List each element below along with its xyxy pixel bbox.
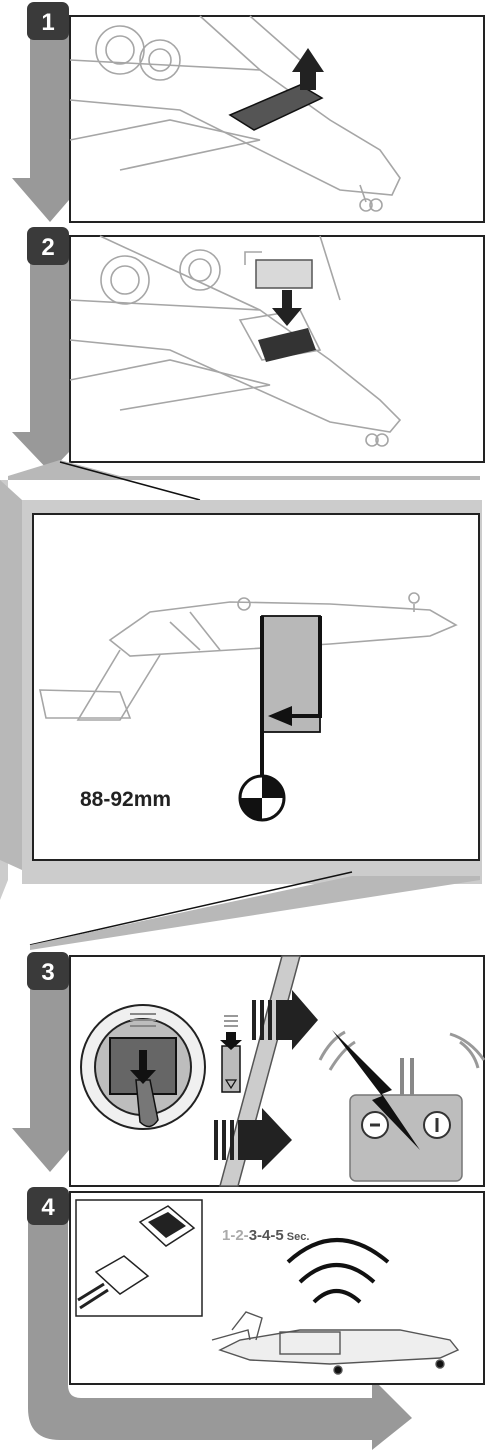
cg-callout [0, 460, 482, 950]
lightning-icon [332, 1030, 420, 1150]
cg-label: 88-92mm [80, 788, 171, 811]
panel-step-1 [69, 15, 485, 223]
throttle-trim-icon [220, 1015, 242, 1093]
transmitter-icon [318, 1030, 486, 1182]
hatch-cover [228, 84, 324, 131]
badge-step-1: 1 [27, 2, 69, 40]
step-4-number: 4 [41, 1194, 55, 1221]
panel-step-3 [69, 955, 486, 1187]
connector-icon [75, 1199, 203, 1317]
insert-arrow-icon [272, 290, 302, 326]
cg-target-icon [238, 774, 286, 822]
timer-label: 1-2-3-4-5 Sec. [222, 1227, 309, 1244]
battery-pack [255, 259, 313, 289]
throttle-gimbal-icon [80, 1004, 206, 1130]
plane-hatch-open-icon [69, 15, 401, 212]
plane-side-icon [211, 1311, 460, 1375]
badge-step-4: 4 [27, 1187, 69, 1225]
lift-arrow-icon [292, 48, 324, 90]
panel-step-2 [69, 235, 485, 463]
cg-balance-icon [39, 592, 458, 822]
badge-step-2: 2 [27, 227, 69, 265]
signal-arrows [214, 990, 318, 1170]
step-1-number: 1 [41, 9, 54, 36]
timer-unit: Sec. [284, 1231, 310, 1243]
panel-step-4 [69, 1191, 485, 1385]
timer-seq-dark: 3-4-5 [249, 1227, 284, 1244]
signal-wave-icon [286, 1238, 390, 1304]
step-3-number: 3 [41, 959, 54, 986]
cg-pointer-arrow [268, 706, 292, 726]
timer-seq-light: 1-2- [222, 1227, 249, 1244]
battery-in-bay [258, 328, 316, 362]
badge-step-3: 3 [27, 952, 69, 990]
step-2-number: 2 [41, 234, 54, 261]
